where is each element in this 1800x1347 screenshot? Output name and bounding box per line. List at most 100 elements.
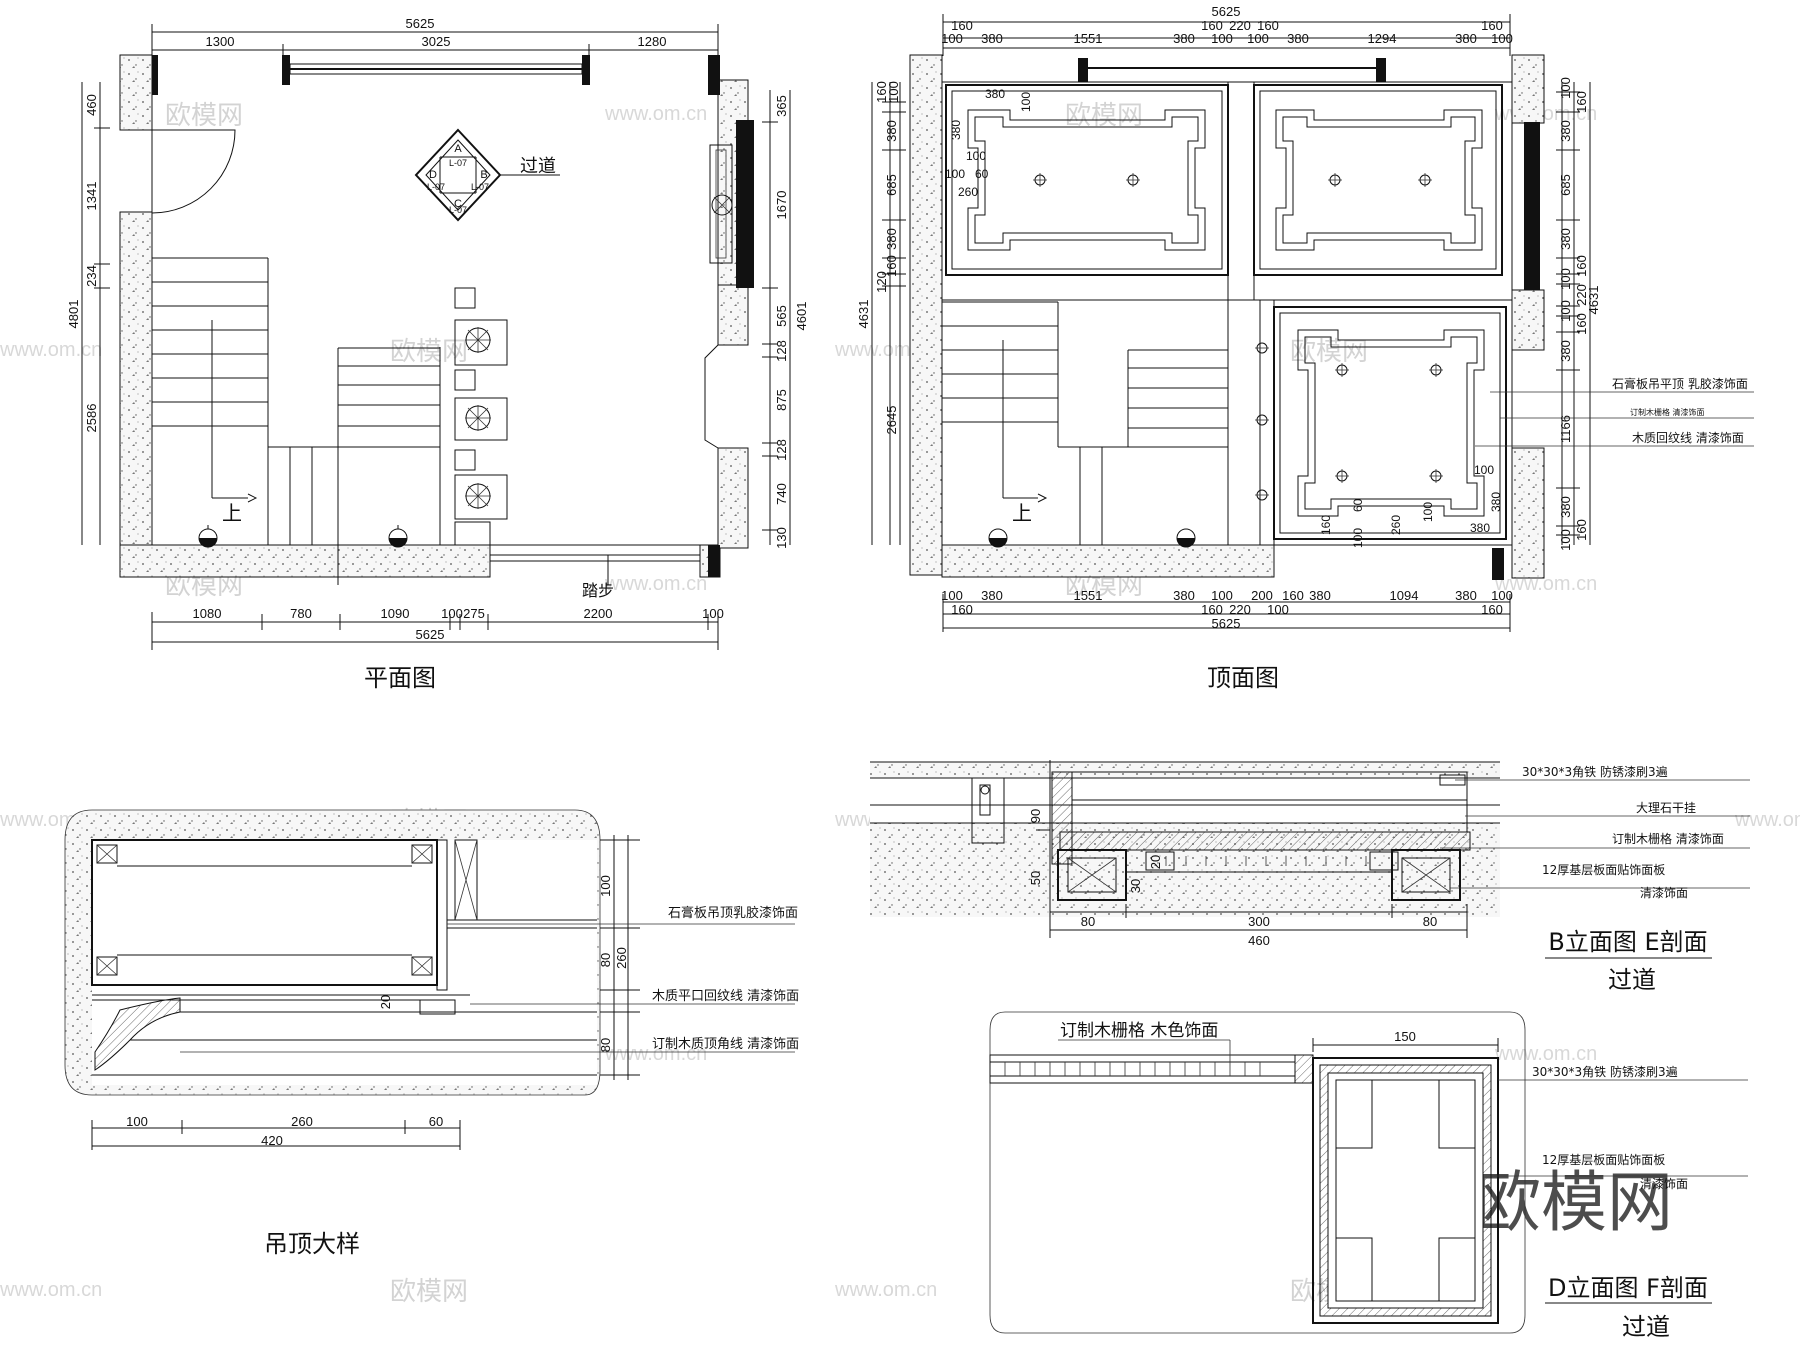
ceiling-bottom-r2: 160 xyxy=(951,602,973,617)
ceiling-bottom-r1: 1094 xyxy=(1390,588,1419,603)
watermarks: 欧模网 www.om.cn 欧模网 www.om.cn www.om.cn 欧模… xyxy=(0,101,1800,1307)
ceiling-left-seg: 160 xyxy=(884,255,899,277)
plan-step-label: 踏步 xyxy=(582,581,614,600)
section-d-view: 150 订制木栅格 木色饰面 30*30*3角铁 防锈漆刷3遍 12厚基层板面贴… xyxy=(989,1011,1748,1341)
inner-dim: 380 xyxy=(1489,492,1503,512)
ceiling-top-r2: 1294 xyxy=(1368,31,1397,46)
secb-dim: 90 xyxy=(1028,809,1043,823)
plan-bottom-seg: 275 xyxy=(463,606,485,621)
watermark-text: 欧模网 xyxy=(1065,101,1143,131)
ceiling-annotations: 石膏板吊平顶 乳胶漆饰面 订制木栅格 清漆饰面 木质回纹线 清漆饰面 xyxy=(1475,376,1754,447)
secb-dim: 20 xyxy=(1148,855,1163,869)
inner-dim: 100 xyxy=(966,149,986,163)
plan-right-seg: 1670 xyxy=(774,191,789,220)
ceiling-right-seg: 1166 xyxy=(1558,415,1573,443)
ceiling-top-r2: 100 xyxy=(1491,31,1513,46)
plan-corridor-label: 过道 xyxy=(520,156,556,177)
ceiling-top-r1: 160 xyxy=(1257,18,1279,33)
grille-slats-d xyxy=(1004,1062,1261,1076)
ceiling-bottom-r1: 380 xyxy=(981,588,1003,603)
inner-dim: 100 xyxy=(945,167,965,181)
ceiling-right-seg: 380 xyxy=(1558,496,1573,518)
detail-title: 吊顶大样 xyxy=(264,1230,360,1258)
plan-right-seg: 128 xyxy=(774,439,789,461)
ceiling-bottom-dimension: 100 380 1551 380 100 200 160 380 1094 38… xyxy=(941,588,1513,632)
ceiling-top-r2: 100 xyxy=(941,31,963,46)
plan-left-dimension: 4801 460 1341 234 2586 xyxy=(66,82,110,545)
plan-bottom-seg: 2200 xyxy=(584,606,613,621)
ceiling-left-dimension: 4631 160 100 380 685 380 160 120 2645 xyxy=(856,81,906,545)
ceiling-right-seg: 380 xyxy=(1558,120,1573,142)
plan-walls xyxy=(119,54,754,578)
ceiling-bottom-r1: 160 xyxy=(1282,588,1304,603)
secb-bottom-total: 460 xyxy=(1248,933,1270,948)
watermark-text: 欧模网 xyxy=(390,337,468,367)
ceiling-bottom-r1: 100 xyxy=(941,588,963,603)
watermark-text: 欧模网 xyxy=(165,101,243,131)
ceiling-title: 顶面图 xyxy=(1207,664,1279,692)
plan-up-label: 上 xyxy=(222,501,242,525)
inner-dim: 100 xyxy=(1421,502,1435,522)
watermark-url: www.om.cn xyxy=(834,1279,937,1301)
plan-stairs: 上 踏步 xyxy=(152,257,700,600)
section-b-view: 90 50 20 30 30*30*3角铁 防锈漆刷3遍 大理石干挂 订制木栅格… xyxy=(870,760,1750,994)
plan-right-seg: 740 xyxy=(774,483,789,505)
plan-index-symbol: A D B C L-07 L-07 L-07 L-07 过道 xyxy=(414,128,560,222)
ceiling-top-dimension: 5625 160 160 220 160 160 100 380 1551 38… xyxy=(941,4,1513,56)
detail-note-gypsum: 石膏板吊顶乳胶漆饰面 xyxy=(668,905,798,921)
secb-dim: 30 xyxy=(1128,879,1143,893)
detail-bottom-seg: 60 xyxy=(429,1114,443,1129)
secd-note-angle: 30*30*3角铁 防锈漆刷3遍 xyxy=(1532,1064,1678,1079)
inner-dim: 260 xyxy=(958,185,978,199)
ceiling-top-r2: 100 xyxy=(1247,31,1269,46)
plan-bottom-dimension: 1080 780 1090 100 275 2200 100 5625 xyxy=(151,606,724,650)
watermark-url: www.om.cn xyxy=(604,573,707,595)
note-molding: 木质回纹线 清漆饰面 xyxy=(1632,431,1744,445)
plan-top-total: 5625 xyxy=(406,16,435,31)
secb-note-grille: 订制木栅格 清漆饰面 xyxy=(1612,831,1724,846)
ceiling-top-r1: 160 xyxy=(951,18,973,33)
ceiling-bottom-r1: 100 xyxy=(1211,588,1233,603)
ceiling-top-r2: 380 xyxy=(1173,31,1195,46)
plan-left-total: 4801 xyxy=(66,300,81,329)
secd-note-board: 12厚基层板面贴饰面板 xyxy=(1542,1153,1665,1167)
inner-dim: 260 xyxy=(1389,515,1403,535)
ceiling-top-r2: 380 xyxy=(1287,31,1309,46)
ceiling-up-label: 上 xyxy=(1012,501,1032,525)
note-grille: 订制木栅格 清漆饰面 xyxy=(1630,407,1705,417)
watermark-url: www.om.cn xyxy=(0,339,102,361)
watermark-text: 欧模网 xyxy=(390,1277,468,1307)
ceiling-bottom-r1: 380 xyxy=(1173,588,1195,603)
ceiling-left-seg: 160 xyxy=(874,81,889,103)
ceiling-right-seg: 380 xyxy=(1558,228,1573,250)
plan-right-seg: 365 xyxy=(774,95,789,117)
detail-bottom-total: 420 xyxy=(261,1133,283,1148)
plan-top-dimension: 5625 1300 3025 1280 xyxy=(151,16,719,62)
ceiling-bottom-r1: 380 xyxy=(1455,588,1477,603)
ceiling-right-seg: 220 xyxy=(1574,284,1589,306)
ceiling-bottom-r1: 1551 xyxy=(1074,588,1103,603)
plan-bottom-seg: 1090 xyxy=(381,606,410,621)
inner-dim: 380 xyxy=(1470,521,1490,535)
secb-note-board: 12厚基层板面贴饰面板 xyxy=(1542,863,1665,877)
secb-note-angle: 30*30*3角铁 防锈漆刷3遍 xyxy=(1522,764,1668,779)
secd-note-board2: 清漆饰面 xyxy=(1640,1177,1688,1191)
ceiling-walls xyxy=(909,54,1545,580)
ceiling-detail-view: 100 260 80 20 80 石膏板吊顶乳胶漆饰面 木质平口回纹线 清漆饰面… xyxy=(64,809,799,1258)
plan-left-seg: 460 xyxy=(84,94,99,116)
inner-dim: 380 xyxy=(949,120,963,140)
index-code: L-07 xyxy=(427,182,445,192)
ceiling-left-seg: 685 xyxy=(884,174,899,196)
ceiling-left-seg: 100 xyxy=(886,81,901,103)
watermark-url: www.om.cn xyxy=(1494,1043,1597,1065)
ceiling-bottom-total: 5625 xyxy=(1212,616,1241,631)
secd-title: D立面图 F剖面 xyxy=(1548,1274,1708,1302)
detail-dim: 100 xyxy=(598,875,613,897)
ceiling-top-r1: 160 xyxy=(1481,18,1503,33)
secb-note-board2: 清漆饰面 xyxy=(1640,886,1688,900)
ceiling-view: 5625 160 160 220 160 160 100 380 1551 38… xyxy=(856,4,1754,692)
ceiling-right-seg: 100 xyxy=(1558,529,1573,551)
index-code: L-07 xyxy=(449,158,467,168)
plan-right-seg: 130 xyxy=(774,527,789,549)
